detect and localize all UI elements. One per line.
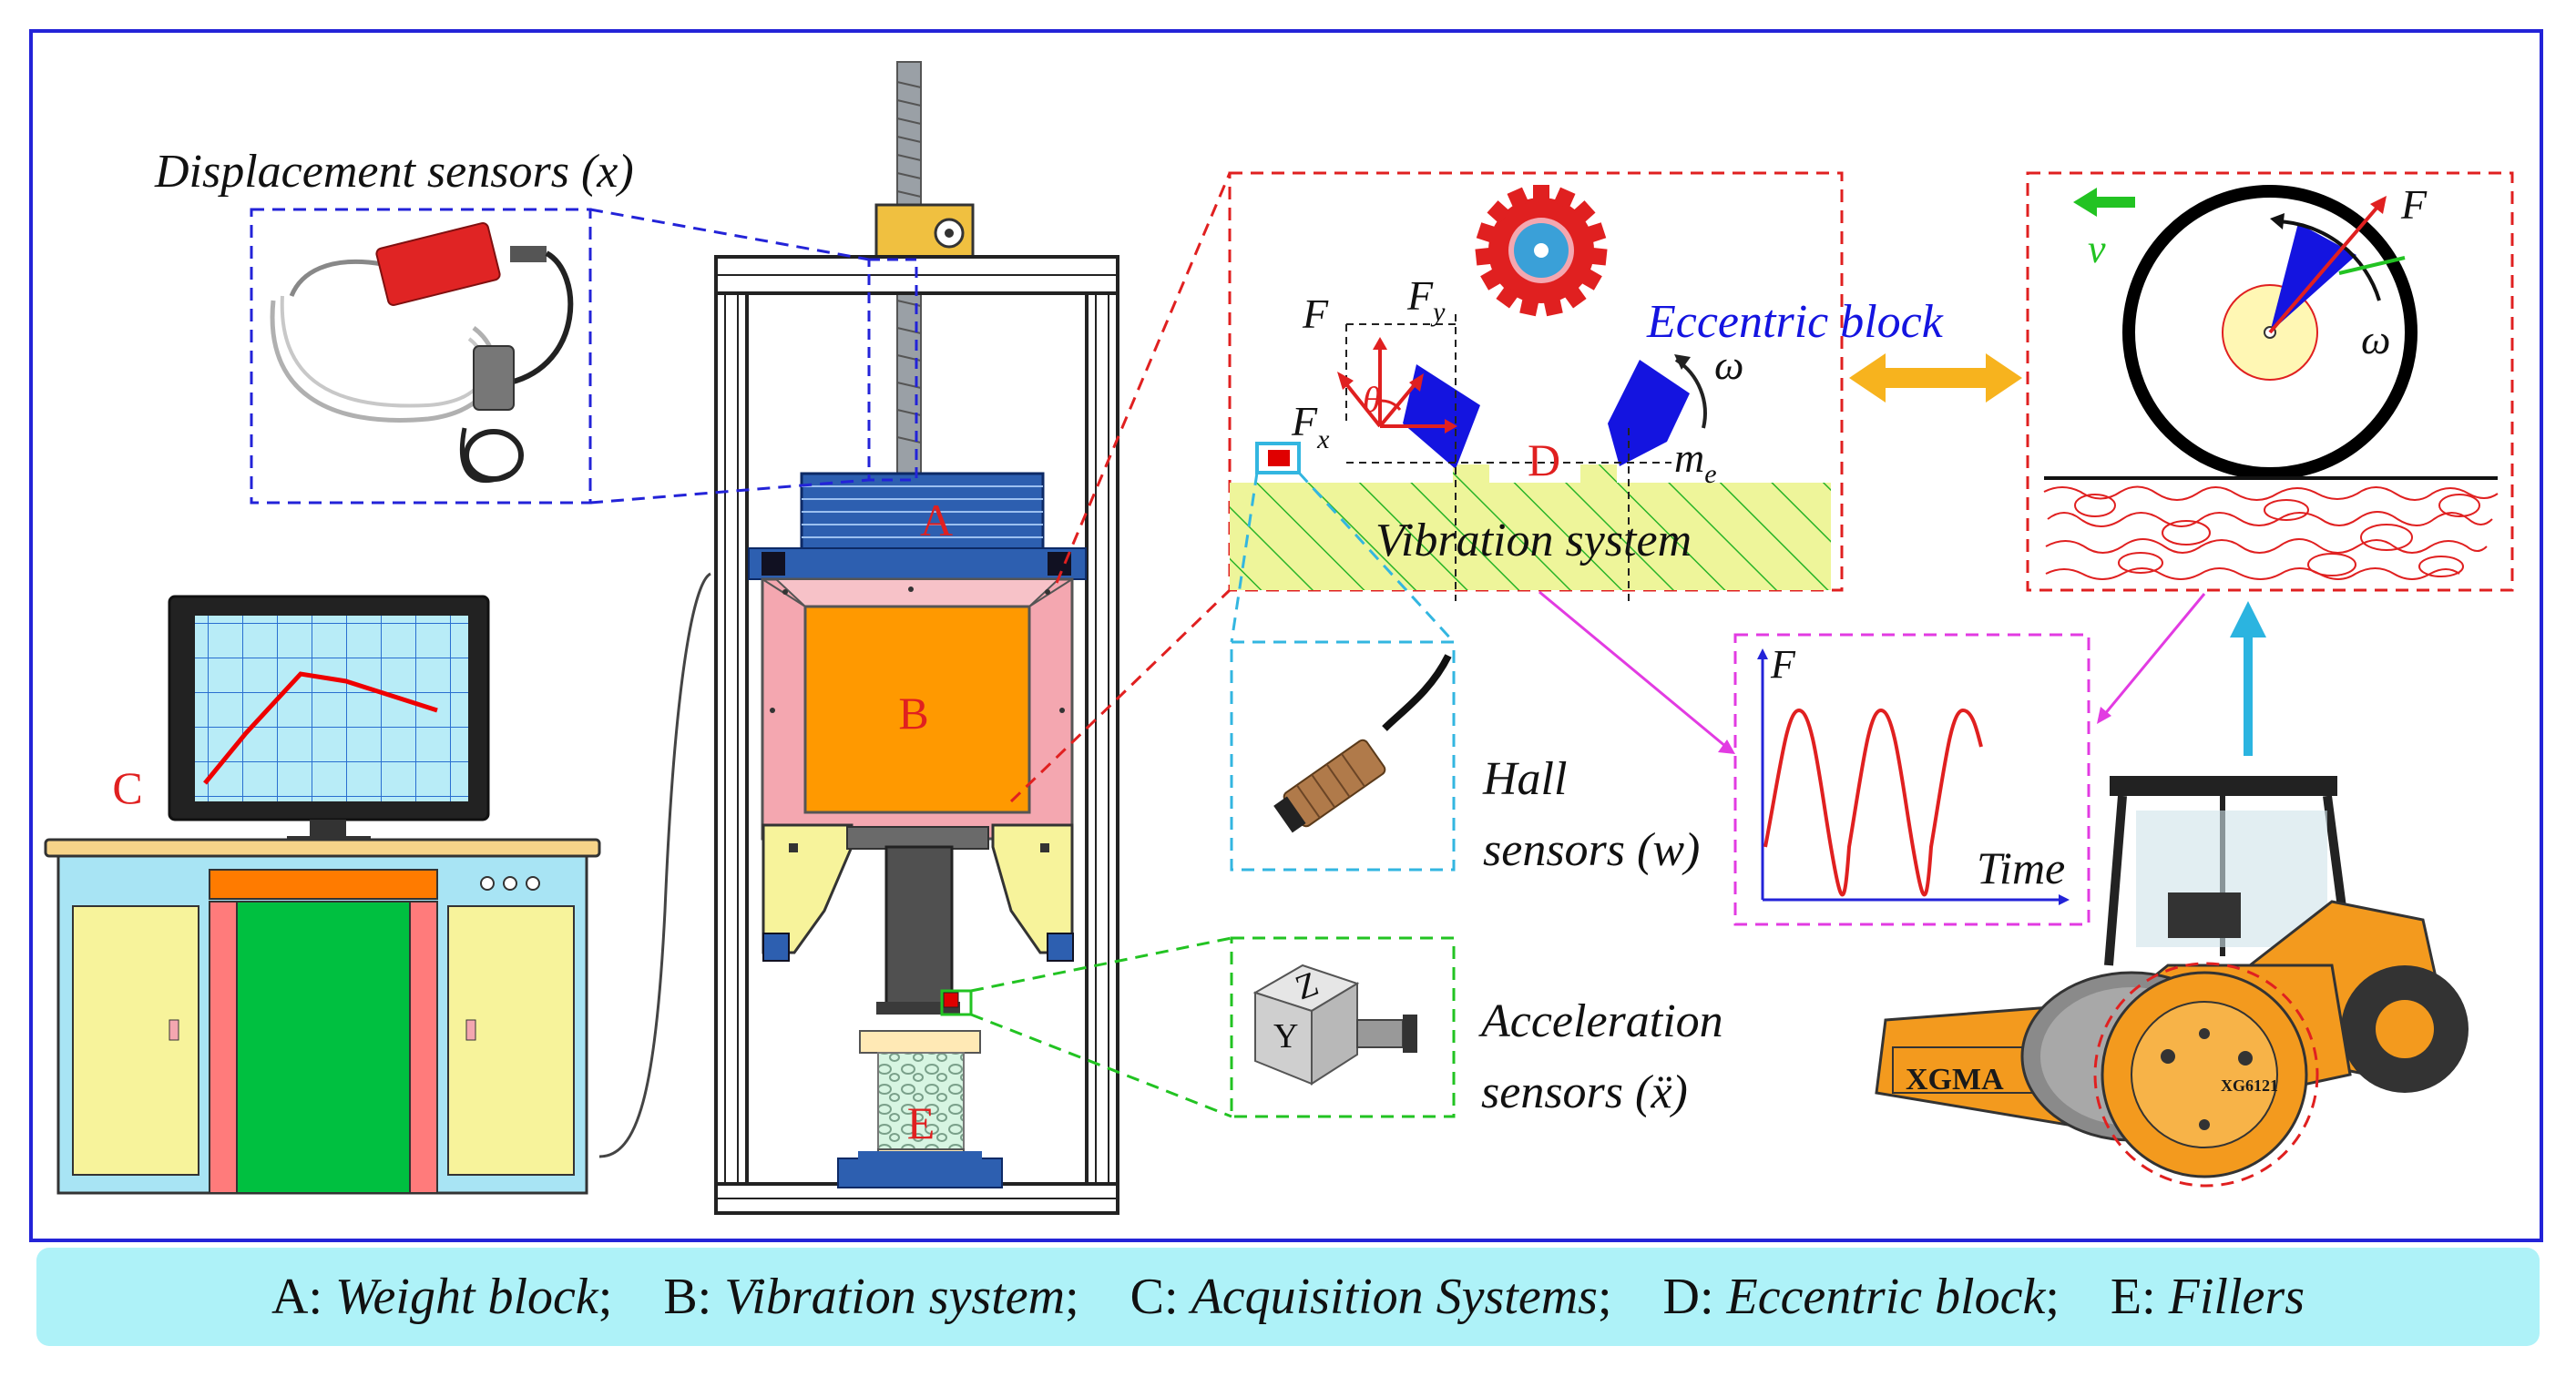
- eccentric-block-left: [1403, 364, 1480, 469]
- velocity-label: v: [2088, 227, 2106, 271]
- acceleration-sensors-label-line2: sensors (ẍ): [1481, 1066, 1688, 1118]
- acceleration-sensor-image: Z Y: [1252, 964, 1417, 1086]
- eccentric-block-right: [1608, 360, 1690, 466]
- caption-sep: ;: [1065, 1269, 1079, 1325]
- caption-sep: ;: [2045, 1269, 2060, 1325]
- eccentric-block-label: Eccentric block: [1646, 296, 1944, 348]
- label-e: E: [907, 1097, 935, 1148]
- svg-text:Y: Y: [1273, 1017, 1298, 1056]
- test-rig: A B E: [714, 61, 1119, 1215]
- roller-brand-label: XGMA: [1906, 1063, 2004, 1096]
- displacement-sensors-label: Displacement sensors (x): [154, 146, 634, 198]
- roller-force-label: F: [2400, 181, 2428, 228]
- caption-a-key: A:: [271, 1269, 336, 1325]
- vibration-system-label: Vibration system: [1375, 515, 1692, 566]
- frame-left-post: [714, 258, 749, 1199]
- caption-e-value: Fillers: [2168, 1269, 2305, 1325]
- caption-d-value: Eccentric block: [1726, 1269, 2046, 1325]
- caption-c-value: Acquisition Systems: [1191, 1269, 1598, 1325]
- double-arrow-icon: [1849, 353, 2022, 403]
- caption-b-key: B:: [663, 1269, 725, 1325]
- vibration-system-b: [761, 577, 1074, 841]
- gear-icon: [1475, 185, 1608, 317]
- caption-a-value: Weight block: [335, 1269, 598, 1325]
- right-support: [991, 823, 1074, 954]
- roller-model-label: XG6121: [2221, 1076, 2278, 1095]
- hall-sensor-image: [1273, 654, 1452, 833]
- central-column: [884, 845, 954, 1015]
- caption-sep: ;: [1597, 1269, 1612, 1325]
- legend-caption: A: Weight block; B: Vibration system; C:…: [36, 1248, 2540, 1346]
- outer-frame: [29, 29, 2543, 1242]
- base-plate: [837, 1158, 1003, 1188]
- label-a: A: [920, 495, 953, 546]
- mass-label: me: [1674, 434, 1717, 489]
- omega-label-right: ω: [2361, 316, 2390, 362]
- force-time-graph-box: [1733, 633, 2090, 926]
- label-c: C: [112, 762, 142, 813]
- frame-right-post: [1085, 258, 1119, 1199]
- caption-d-key: D:: [1662, 1269, 1727, 1325]
- graph-f-label: F: [1770, 642, 1796, 687]
- sine-wave: [1763, 708, 1983, 897]
- graph-time-label: Time: [1977, 842, 2065, 893]
- hall-sensors-label-line2: sensors (w): [1483, 824, 1700, 876]
- label-b: B: [898, 688, 928, 739]
- caption-sep: ;: [598, 1269, 613, 1325]
- caption-b-value: Vibration system: [724, 1269, 1066, 1325]
- force-fy-label: Fy: [1406, 272, 1446, 327]
- theta-label: θ: [1363, 379, 1381, 420]
- up-arrow-shaft: [2244, 628, 2253, 756]
- omega-label-left: ω: [1714, 342, 1743, 388]
- hall-sensors-label: Hall: [1482, 753, 1567, 805]
- acceleration-sensors-label: Acceleration: [1478, 995, 1723, 1047]
- label-d: D: [1528, 434, 1560, 485]
- caption-e-key: E:: [2110, 1269, 2169, 1325]
- ground-soil: [2043, 476, 2499, 580]
- road-roller: XGMA XG6121: [1875, 776, 2469, 1188]
- caption-c-key: C:: [1130, 1269, 1191, 1325]
- force-f-label: F: [1302, 291, 1329, 337]
- hatched-vibration-system: [1230, 464, 1831, 590]
- up-arrow-icon: [2230, 601, 2266, 637]
- roller-drum: [2122, 185, 2418, 480]
- velocity-arrow-icon: [2073, 188, 2135, 217]
- acquisition-system-c: [44, 572, 711, 1195]
- force-fx-label: Fx: [1291, 398, 1330, 454]
- displacement-sensor-image: [270, 221, 574, 484]
